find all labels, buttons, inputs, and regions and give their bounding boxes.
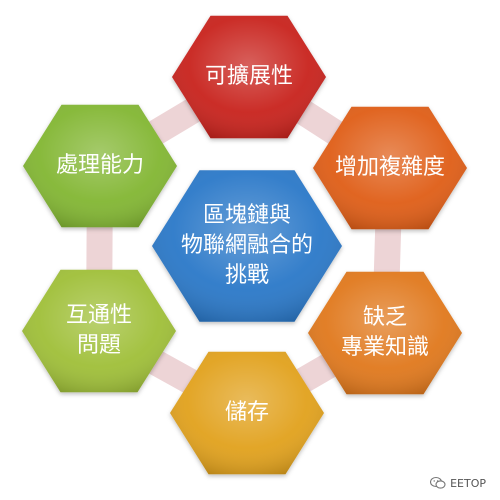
hex-interoperability-label: 互通性 [66,303,132,328]
hex-interoperability-gloss [22,269,176,393]
hex-scalability-label: 可擴展性 [205,64,293,89]
hex-center-gloss [152,170,342,322]
hex-interoperability-label: 問題 [77,333,121,358]
hex-expertise-gloss [308,271,462,395]
watermark-text: EETOP [450,476,486,490]
hex-storage-label: 儲存 [225,400,269,425]
watermark: EETOP [430,476,486,490]
hex-scalability: 可擴展性 [172,15,326,139]
hex-processing: 處理能力 [23,104,177,228]
hex-processing-gloss [23,104,177,228]
hex-storage: 儲存 [170,351,324,475]
hex-center-label: 物聯網融合的 [181,233,313,258]
hex-scalability-gloss [172,15,326,139]
wechat-icon [430,476,446,489]
hex-complexity: 增加複雜度 [313,106,467,230]
hex-expertise-label: 缺乏 [363,305,407,330]
hex-processing-label: 處理能力 [56,153,144,178]
hex-storage-gloss [170,351,324,475]
hex-complexity-label: 增加複雜度 [335,155,445,180]
hex-center-label: 區塊鏈與 [203,203,291,228]
hex-complexity-gloss [313,106,467,230]
hex-center-label: 挑戰 [225,263,269,288]
hex-expertise-label: 專業知識 [341,335,429,360]
